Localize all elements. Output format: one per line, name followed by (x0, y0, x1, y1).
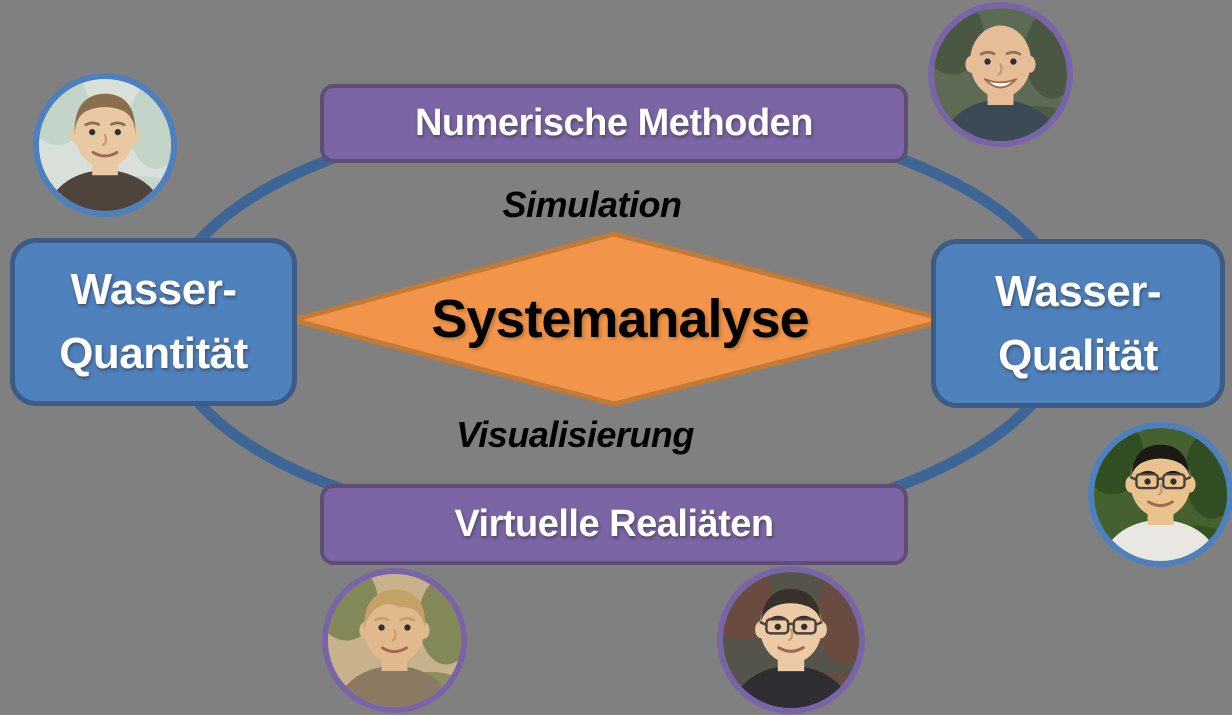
person-portrait-icon (328, 574, 461, 707)
diamond-label: Systemanalyse (431, 289, 809, 349)
edge-label-visualisierung: Visualisierung (456, 414, 694, 455)
box-wasser-qualitaet: Wasser- Qualität (931, 239, 1225, 408)
box-wasser-quantitaet-line1: Wasser- (70, 265, 237, 314)
avatar-photo-top-right (928, 2, 1073, 147)
avatar-photo-bottom-right (717, 566, 865, 714)
avatar-photo-right-middle (1088, 422, 1232, 567)
edge-label-simulation: Simulation (502, 184, 682, 225)
avatar-photo-bottom-left (322, 568, 467, 713)
box-wasser-qualitaet-line1: Wasser- (994, 266, 1162, 316)
box-virtuelle-realiaeten-label: Virtuelle Realiäten (454, 503, 774, 545)
box-wasser-qualitaet-line2: Qualität (998, 330, 1158, 380)
box-numerische-methoden: Numerische Methoden (320, 84, 908, 163)
person-portrait-icon (934, 8, 1067, 141)
box-numerische-methoden-label: Numerische Methoden (414, 102, 814, 144)
box-virtuelle-realiaeten: Virtuelle Realiäten (320, 484, 908, 565)
person-portrait-icon (1094, 428, 1227, 561)
box-wasser-quantitaet-line2: Quantität (59, 329, 248, 378)
person-portrait-icon (39, 79, 171, 211)
box-wasser-quantitaet: Wasser- Quantität (10, 238, 297, 406)
person-portrait-icon (723, 572, 859, 708)
avatar-photo-top-left (33, 73, 177, 217)
